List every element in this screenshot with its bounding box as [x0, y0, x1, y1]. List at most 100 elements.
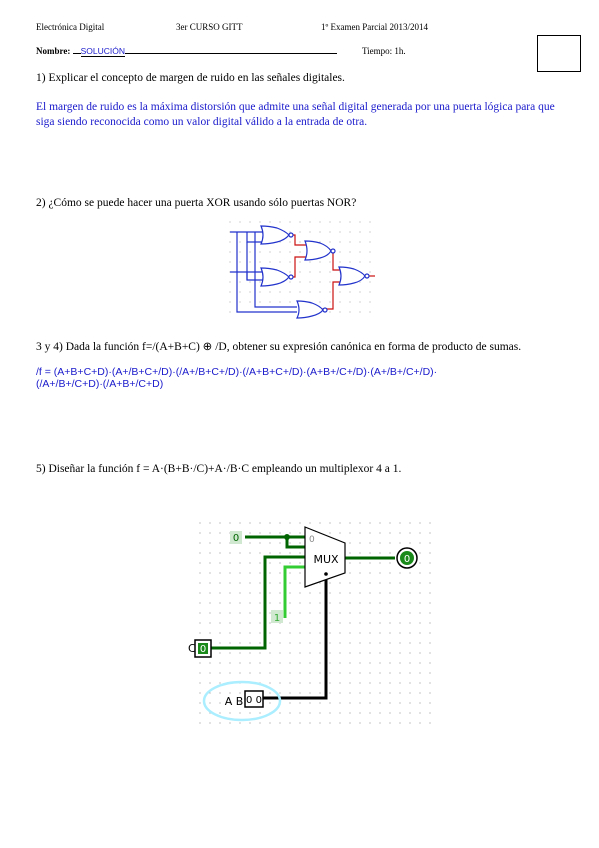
grid-dot [379, 592, 381, 594]
grid-dot [419, 642, 421, 644]
grid-dot [409, 702, 411, 704]
grid-dot [319, 702, 321, 704]
grid-dot [319, 682, 321, 684]
grid-dot [339, 301, 341, 303]
grid-dot [319, 672, 321, 674]
grid-dot [319, 592, 321, 594]
grid-dot [209, 662, 211, 664]
grid-dot [329, 612, 331, 614]
grid-dot [259, 602, 261, 604]
grid-dot [339, 712, 341, 714]
grid-dot [369, 692, 371, 694]
grid-dot [209, 532, 211, 534]
grid-dot [259, 261, 261, 263]
grid-dot [339, 251, 341, 253]
mux-select-wire [260, 577, 328, 700]
grid-dot [389, 592, 391, 594]
grid-dot [419, 702, 421, 704]
grid-dot [259, 532, 261, 534]
grid-dot [239, 261, 241, 263]
grid-dot [219, 722, 221, 724]
grid-dot [299, 642, 301, 644]
grid-dot [219, 662, 221, 664]
grid-dot [389, 662, 391, 664]
grid-dot [329, 602, 331, 604]
grid-dot [319, 221, 321, 223]
grid-dot [209, 672, 211, 674]
grid-dot [329, 712, 331, 714]
input-c-label: C [188, 642, 196, 655]
nor-gate-3 [304, 240, 332, 261]
exam-label: 1º Examen Parcial 2013/2014 [321, 22, 429, 32]
grid-dot [359, 301, 361, 303]
grid-dot [309, 692, 311, 694]
grid-dot [289, 231, 291, 233]
grid-dot [229, 662, 231, 664]
grid-dot [299, 562, 301, 564]
grid-dot [429, 542, 431, 544]
grid-dot [209, 692, 211, 694]
grid-dot [219, 682, 221, 684]
grid-dot [249, 552, 251, 554]
grid-dot [259, 652, 261, 654]
grid-dot [409, 592, 411, 594]
grid-dot [359, 602, 361, 604]
grid-dot [399, 722, 401, 724]
grid-dot [409, 642, 411, 644]
grid-dot [279, 722, 281, 724]
grid-dot [429, 582, 431, 584]
input-ab-box[interactable] [244, 690, 264, 708]
grid-dot [349, 702, 351, 704]
grid-dot [299, 602, 301, 604]
grid-dot [229, 221, 231, 223]
grid-dot [379, 582, 381, 584]
grid-dot [239, 652, 241, 654]
grid-dot [319, 632, 321, 634]
grid-dot [279, 662, 281, 664]
grid-dot [419, 622, 421, 624]
grid-dot [359, 572, 361, 574]
grid-dot [229, 602, 231, 604]
grid-dot [379, 632, 381, 634]
nor-gates [260, 225, 370, 319]
grid-dot [199, 612, 201, 614]
grid-dot [199, 562, 201, 564]
grid-dot [419, 552, 421, 554]
grid-dot [379, 642, 381, 644]
grid-dot [319, 301, 321, 303]
nor-gate-2-bubble [288, 274, 294, 280]
grid-dot [219, 532, 221, 534]
grid-dot [259, 542, 261, 544]
nor-gate-4 [296, 300, 324, 319]
grid-dot [289, 672, 291, 674]
grid-dot [209, 622, 211, 624]
grid-dot [239, 632, 241, 634]
grid-dot [269, 722, 271, 724]
grid-dot [329, 261, 331, 263]
grid-dot [299, 702, 301, 704]
grid-dot [299, 712, 301, 714]
course-label: 3er CURSO GITT [176, 22, 243, 32]
grid-dot [379, 692, 381, 694]
grid-dot [259, 251, 261, 253]
grid-dot [249, 622, 251, 624]
grid-dot [239, 572, 241, 574]
grid-dot [209, 592, 211, 594]
grid-dot [339, 672, 341, 674]
grid-dot [349, 532, 351, 534]
grid-dot [199, 572, 201, 574]
grid-dot [239, 281, 241, 283]
grid-dot [419, 632, 421, 634]
grid-dot [249, 562, 251, 564]
grid-dot [239, 592, 241, 594]
grid-dot [369, 221, 371, 223]
grid-dot [309, 231, 311, 233]
grid-dot [279, 291, 281, 293]
grid-dot [339, 632, 341, 634]
grid-dot [289, 291, 291, 293]
grid-dot [259, 552, 261, 554]
grid-dot [249, 602, 251, 604]
grid-dot [289, 251, 291, 253]
grid-dot [349, 622, 351, 624]
grid-dot [319, 642, 321, 644]
